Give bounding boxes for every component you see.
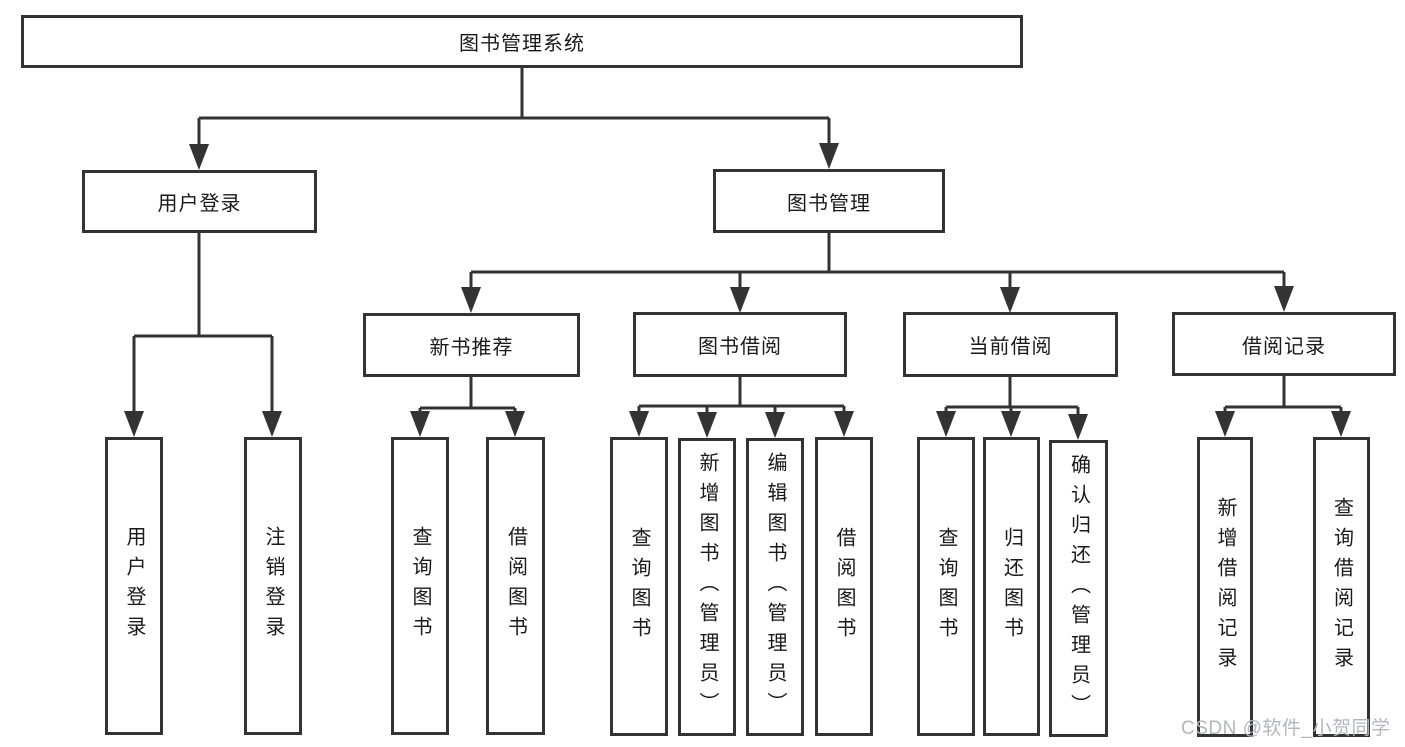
leaf-query-books: 查询图书: [610, 437, 668, 736]
node-label: 查询图书: [628, 526, 650, 647]
leaf-query-books: 查询图书: [391, 437, 449, 735]
node-label: 用户登录: [157, 193, 242, 215]
node-label: 新书推荐: [429, 336, 514, 359]
node-label: 用户登录: [123, 526, 145, 646]
leaf-confirm-return-admin: 确认归还（管理员）: [1049, 440, 1108, 737]
node-label: 查询图书: [935, 526, 957, 647]
leaf-return-books: 归还图书: [983, 437, 1040, 736]
node-label: 借阅图书: [504, 526, 527, 646]
node-label: 注销登录: [262, 526, 284, 646]
node-book-borrowing: 图书借阅: [633, 312, 847, 377]
node-user-login: 用户登录: [82, 170, 317, 233]
leaf-edit-book-admin: 编辑图书（管理员）: [746, 438, 804, 736]
leaf-add-book-admin: 新增图书（管理员）: [678, 438, 736, 736]
leaf-user-login: 用户登录: [105, 437, 163, 735]
node-label: 借阅记录: [1242, 335, 1326, 358]
node-label: 新增借阅记录: [1214, 497, 1236, 677]
node-label: 确认归还（管理员）: [1067, 453, 1090, 724]
leaf-logout: 注销登录: [244, 437, 302, 735]
node-label: 当前借阅: [968, 336, 1053, 358]
leaf-query-books: 查询图书: [917, 437, 975, 736]
node-label: 查询借阅记录: [1330, 497, 1353, 677]
watermark: CSDN @软件_小贺同学: [1181, 718, 1391, 739]
leaf-borrow-books: 借阅图书: [815, 437, 873, 736]
node-new-book-recommendation: 新书推荐: [363, 313, 580, 377]
node-label: 编辑图书（管理员）: [764, 452, 786, 722]
node-label: 归还图书: [1000, 526, 1023, 647]
node-label: 新增图书（管理员）: [696, 452, 718, 722]
leaf-borrow-books: 借阅图书: [486, 437, 545, 735]
node-book-management: 图书管理: [713, 169, 945, 233]
node-label: 查询图书: [409, 526, 431, 646]
node-library-management-system: 图书管理系统: [21, 15, 1023, 68]
node-label: 图书管理系统: [459, 33, 585, 55]
node-label: 借阅图书: [833, 526, 855, 647]
node-current-borrowing: 当前借阅: [903, 312, 1118, 377]
node-label: 图书借阅: [698, 336, 782, 358]
leaf-query-borrow-record: 查询借阅记录: [1313, 437, 1370, 737]
node-label: 图书管理: [787, 192, 871, 215]
node-borrowing-records: 借阅记录: [1172, 312, 1396, 376]
leaf-add-borrow-record: 新增借阅记录: [1197, 437, 1253, 737]
